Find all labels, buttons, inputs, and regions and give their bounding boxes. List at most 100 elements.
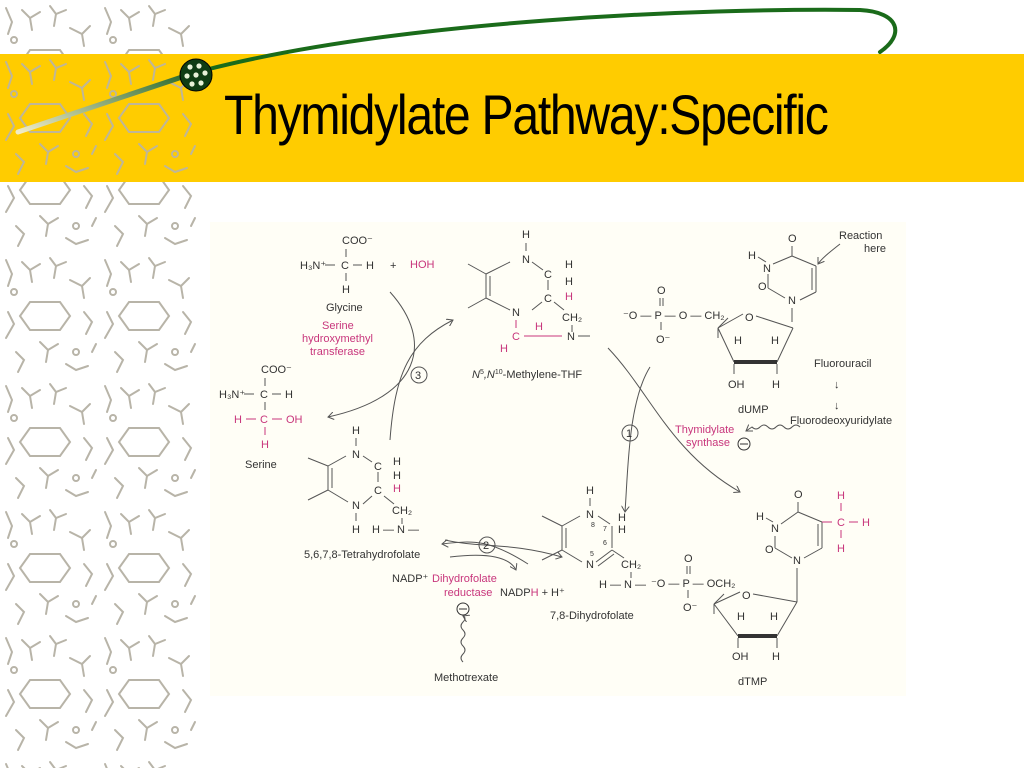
svg-text:H — N —: H — N — bbox=[599, 579, 646, 591]
svg-text:CH₂: CH₂ bbox=[392, 505, 412, 517]
svg-text:COO⁻: COO⁻ bbox=[342, 235, 373, 247]
dihydrofolate-reductase-label: NADP⁺ Dihydrofolate reductase NADPH + H⁺… bbox=[392, 573, 565, 684]
title-band-pattern bbox=[0, 54, 198, 182]
svg-text:Dihydrofolate: Dihydrofolate bbox=[432, 573, 497, 585]
fluorouracil-inhibition: Fluorouracil ↓ ↓ Fluorodeoxyuridylate bbox=[737, 358, 892, 451]
svg-text:C: C bbox=[374, 461, 382, 473]
svg-text:H: H bbox=[393, 483, 401, 495]
serine-hydroxymethyltransferase-label: Serine hydroxymethyl transferase bbox=[302, 320, 373, 358]
svg-text:H: H bbox=[352, 425, 360, 437]
svg-text:C: C bbox=[544, 269, 552, 281]
svg-text:5: 5 bbox=[590, 551, 594, 558]
nadph-label: NADPH + H⁺ bbox=[500, 587, 565, 599]
svg-text:C: C bbox=[837, 517, 845, 529]
dihydrofolate-structure: H N 8 7 H H 6 5 N CH₂ H — N — 7,8-Dihydr… bbox=[541, 485, 646, 622]
svg-text:N: N bbox=[567, 331, 575, 343]
nadp-plus-label: NADP⁺ bbox=[392, 573, 429, 585]
reaction-2-arrows: 2 bbox=[442, 536, 562, 570]
svg-text:H: H bbox=[734, 335, 742, 347]
svg-text:transferase: transferase bbox=[310, 346, 365, 358]
dihydrofolate-label: 7,8-Dihydrofolate bbox=[550, 610, 634, 622]
svg-text:H: H bbox=[748, 250, 756, 262]
svg-text:H: H bbox=[352, 524, 360, 536]
tetrahydrofolate-structure: H N C H H C H N CH₂ H H — N — 5,6,7,8-Te… bbox=[304, 425, 420, 561]
svg-text:H: H bbox=[772, 379, 780, 391]
slide-title: Thymidylate Pathway:Specific bbox=[224, 83, 829, 146]
serine-structure: COO⁻ H₃N⁺ C H H C OH H Serine bbox=[219, 364, 303, 471]
svg-text:H: H bbox=[285, 389, 293, 401]
svg-text:Thymidylate: Thymidylate bbox=[675, 424, 734, 436]
svg-text:Fluorodeoxyuridylate: Fluorodeoxyuridylate bbox=[790, 415, 892, 427]
svg-text:H: H bbox=[522, 229, 530, 241]
svg-text:HOH: HOH bbox=[410, 259, 435, 271]
svg-text:H₃N⁺: H₃N⁺ bbox=[219, 389, 245, 401]
svg-text:C: C bbox=[260, 389, 268, 401]
svg-text:⁻O — P — O — CH₂: ⁻O — P — O — CH₂ bbox=[623, 310, 725, 322]
svg-text:O: O bbox=[684, 553, 693, 565]
serine-label: Serine bbox=[245, 459, 277, 471]
svg-text:H: H bbox=[737, 611, 745, 623]
svg-text:N: N bbox=[586, 509, 594, 521]
svg-text:C: C bbox=[260, 414, 268, 426]
svg-text:H: H bbox=[342, 284, 350, 296]
svg-text:+: + bbox=[390, 260, 396, 272]
svg-text:↓: ↓ bbox=[834, 400, 840, 412]
svg-text:↓: ↓ bbox=[834, 379, 840, 391]
reaction-here-note: Reaction bbox=[839, 230, 882, 242]
svg-text:OH: OH bbox=[286, 414, 303, 426]
methotrexate-label: Methotrexate bbox=[434, 672, 498, 684]
svg-text:H: H bbox=[618, 524, 626, 536]
svg-text:H: H bbox=[756, 511, 764, 523]
svg-text:H — N —: H — N — bbox=[372, 524, 419, 536]
svg-text:O: O bbox=[745, 312, 754, 324]
svg-text:H: H bbox=[772, 651, 780, 663]
glycine-label: Glycine bbox=[326, 302, 363, 314]
svg-text:H: H bbox=[618, 512, 626, 524]
svg-text:N: N bbox=[522, 254, 530, 266]
svg-text:C: C bbox=[544, 293, 552, 305]
reaction-3-arrows: 3 bbox=[328, 291, 453, 441]
svg-text:OH: OH bbox=[728, 379, 745, 391]
svg-text:N: N bbox=[793, 555, 801, 567]
dtmp-structure: O H N O N H C H H O ⁻O — P — bbox=[651, 489, 870, 688]
svg-text:N: N bbox=[771, 523, 779, 535]
svg-text:O⁻: O⁻ bbox=[683, 602, 698, 614]
reaction-1-arrows: 1 bbox=[607, 347, 740, 512]
thymidylate-synthase-label: Thymidylate synthase bbox=[675, 424, 734, 449]
svg-text:H: H bbox=[535, 321, 543, 333]
svg-text:H: H bbox=[837, 490, 845, 502]
svg-text:Serine: Serine bbox=[322, 320, 354, 332]
svg-text:H₃N⁺: H₃N⁺ bbox=[300, 260, 326, 272]
svg-text:synthase: synthase bbox=[686, 437, 730, 449]
svg-text:H: H bbox=[862, 517, 870, 529]
svg-text:H: H bbox=[261, 439, 269, 451]
svg-text:O: O bbox=[742, 590, 751, 602]
svg-text:N: N bbox=[788, 295, 796, 307]
svg-text:N: N bbox=[352, 500, 360, 512]
svg-text:OH: OH bbox=[732, 651, 749, 663]
svg-text:7: 7 bbox=[603, 526, 607, 533]
svg-text:H: H bbox=[565, 259, 573, 271]
methylene-thf-label: N5,N10-Methylene-THF bbox=[472, 369, 582, 381]
svg-text:C: C bbox=[341, 260, 349, 272]
svg-text:O: O bbox=[758, 281, 767, 293]
glycine-structure: COO⁻ H₃N⁺ C H H + HOH Glycine bbox=[300, 235, 435, 314]
step-1-badge: 1 bbox=[626, 428, 632, 440]
dump-structure: O H N O N Reaction here O ⁻O — P — O — C… bbox=[623, 230, 886, 416]
methylene-thf-structure: H N C H H C H N CH₂ C H H N bbox=[467, 229, 590, 381]
svg-text:CH₂: CH₂ bbox=[621, 559, 641, 571]
svg-text:O⁻: O⁻ bbox=[656, 334, 671, 346]
svg-text:H: H bbox=[565, 291, 573, 303]
svg-text:8: 8 bbox=[591, 522, 595, 529]
svg-text:H: H bbox=[770, 611, 778, 623]
svg-text:H: H bbox=[366, 260, 374, 272]
svg-text:N: N bbox=[512, 307, 520, 319]
svg-text:Fluorouracil: Fluorouracil bbox=[814, 358, 871, 370]
svg-text:⁻O — P — OCH₂: ⁻O — P — OCH₂ bbox=[651, 578, 735, 590]
svg-text:CH₂: CH₂ bbox=[562, 312, 582, 324]
svg-text:H: H bbox=[393, 456, 401, 468]
svg-text:H: H bbox=[586, 485, 594, 497]
svg-text:H: H bbox=[234, 414, 242, 426]
svg-text:N: N bbox=[352, 449, 360, 461]
svg-text:O: O bbox=[765, 544, 774, 556]
